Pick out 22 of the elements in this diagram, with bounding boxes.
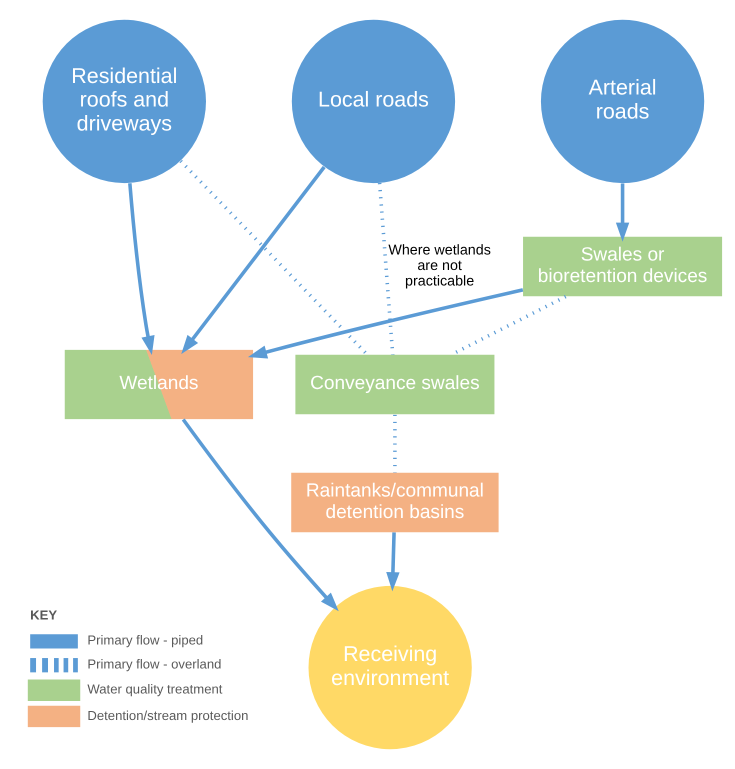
connector (378, 182, 394, 355)
legend-label: Water quality treatment (87, 682, 222, 697)
node-box: Conveyance swales (295, 354, 494, 414)
arrow (181, 166, 326, 354)
legend-label: Primary flow - overland (87, 656, 222, 672)
node-box: Wetlands (64, 350, 254, 420)
node-circle: Residential roofs and driveways (42, 20, 206, 184)
legend-label: Primary flow - piped (87, 632, 204, 648)
edge-label: Where wetlands are not practicable (388, 242, 491, 290)
node-circle: Local roads (292, 20, 456, 184)
node-box: Raintanks/communal detention basins (291, 472, 499, 532)
node-box: Swales or bioretention devices (523, 236, 722, 296)
label: KEY (30, 608, 58, 623)
arrow (182, 418, 339, 612)
arrow (248, 288, 524, 359)
node-circle: Receiving environment (308, 586, 472, 750)
arrow (616, 183, 630, 242)
arrow (128, 183, 155, 356)
legend-label: Detention/stream protection (87, 708, 248, 723)
arrow (386, 532, 400, 592)
node-circle: Arterial roads (540, 20, 704, 184)
connector (179, 160, 368, 356)
